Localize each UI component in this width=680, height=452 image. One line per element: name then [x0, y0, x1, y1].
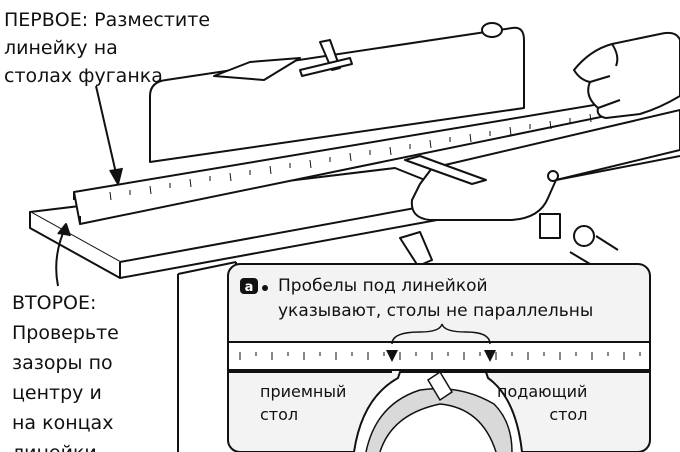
adjust-knob — [539, 213, 561, 239]
hand-illustration — [573, 31, 680, 119]
jointer-fence — [149, 26, 525, 163]
gap-arrow-right — [484, 350, 496, 362]
infeed-label-line: стол — [260, 405, 299, 424]
inset-knife — [426, 370, 454, 402]
second-instruction: ВТОРОЕ: Проверьте зазоры по центру и на … — [12, 288, 119, 452]
inset-panel — [227, 263, 651, 452]
inset-caption: Пробелы под линейкой указывают, столы не… — [278, 274, 593, 324]
inset-straightedge — [227, 341, 651, 371]
second-instruction-line: на концах — [12, 412, 114, 434]
second-instruction-line: ВТОРОЕ: — [12, 292, 97, 314]
outfeed-table — [410, 109, 680, 221]
second-instruction-line: Проверьте — [12, 322, 119, 344]
fence-knob — [481, 22, 503, 38]
pointer-arrow-first — [95, 85, 119, 183]
outfeed-label-line: подающий — [497, 382, 588, 401]
first-instruction-line: линейку на — [4, 37, 118, 59]
first-instruction-line: ПЕРВОЕ: Разместите — [4, 9, 211, 31]
first-instruction-line: столах фуганка — [4, 65, 163, 87]
infeed-table-label: приемный стол — [260, 380, 346, 426]
gap-arrow-left — [386, 350, 398, 362]
outfeed-label-line: стол — [549, 405, 588, 424]
inset-caption-line: указывают, столы не параллельны — [278, 301, 594, 321]
outfeed-table-label: подающий стол — [497, 380, 587, 426]
inset-ruler-ticks — [239, 352, 641, 360]
inset-caption-line: Пробелы под линейкой — [278, 276, 488, 296]
inset-badge — [240, 278, 258, 294]
gap-bracket — [391, 323, 491, 345]
adjust-wheel — [573, 225, 595, 247]
second-instruction-line: линейки — [12, 438, 119, 452]
second-instruction-line: зазоры по — [12, 352, 113, 374]
second-instruction-line: центру и — [12, 382, 102, 404]
infeed-label-line: приемный — [260, 382, 347, 401]
first-instruction: ПЕРВОЕ: Разместите линейку на столах фуг… — [4, 6, 210, 90]
